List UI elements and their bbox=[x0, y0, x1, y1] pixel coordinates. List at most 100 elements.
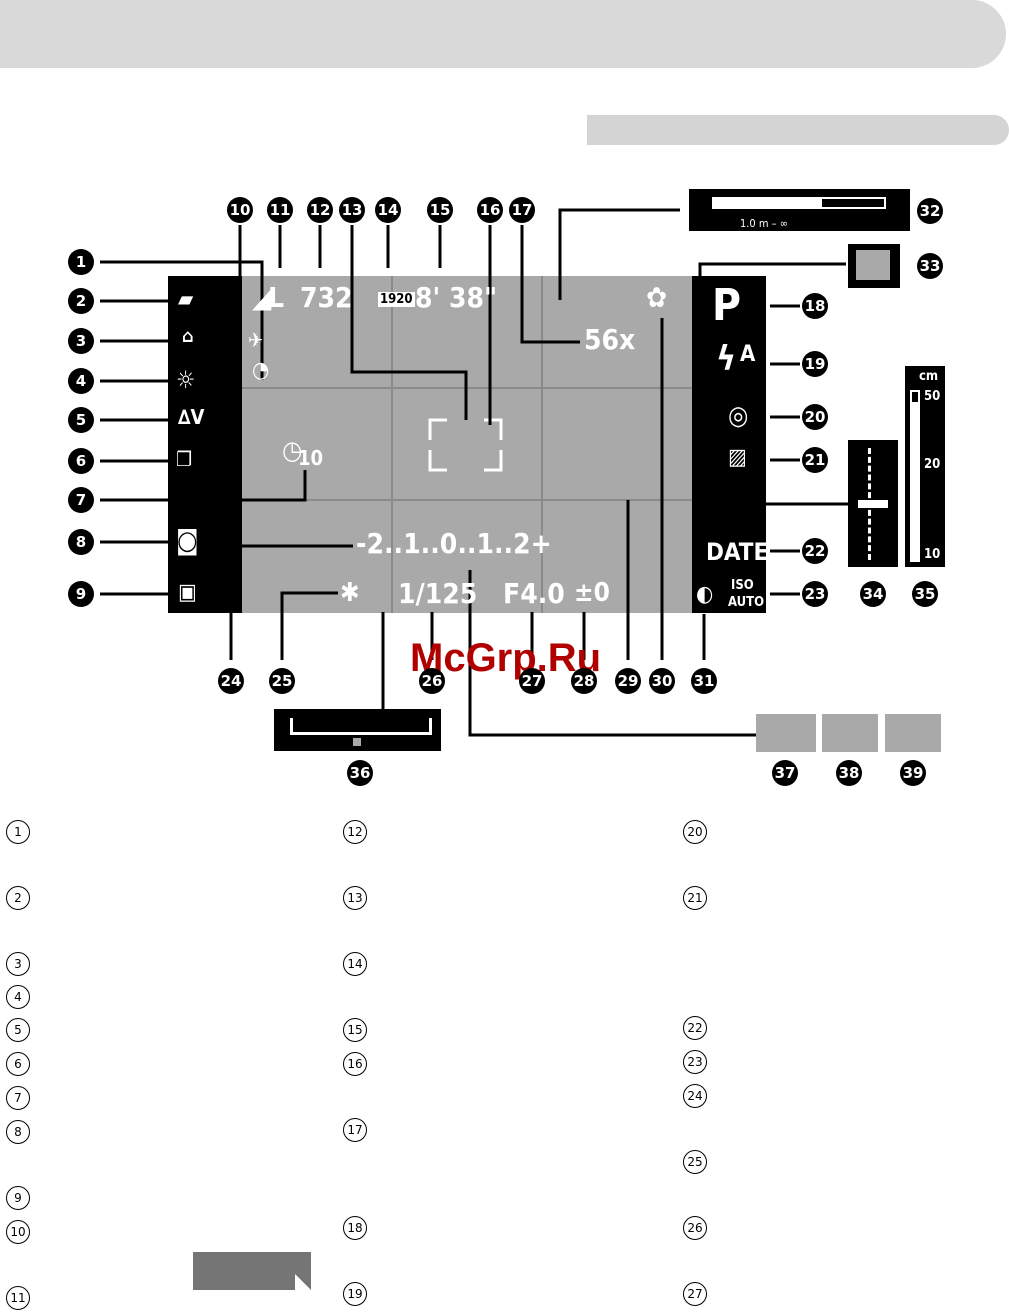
callout-30: 30 bbox=[649, 668, 675, 694]
callout-3: 3 bbox=[68, 328, 94, 354]
callout-24: 24 bbox=[218, 668, 244, 694]
callout-4: 4 bbox=[68, 368, 94, 394]
callout-6: 6 bbox=[68, 448, 94, 474]
wifi-icon: ◔ bbox=[252, 358, 270, 383]
zoom-magnification: 56x bbox=[584, 323, 636, 356]
battery-icon: ▰ bbox=[178, 287, 194, 312]
af-frame bbox=[428, 418, 503, 472]
callout-10: 10 bbox=[227, 197, 253, 223]
mf-mid: 20 bbox=[924, 457, 941, 472]
exposure-level-scale: -2..1..0..1..2+ bbox=[356, 527, 552, 560]
legend-num-13: 13 bbox=[343, 886, 367, 910]
callout-8: 8 bbox=[68, 529, 94, 555]
date-stamp: DATE bbox=[706, 538, 769, 566]
iso-label: ISO bbox=[731, 578, 754, 593]
my-colors-icon: ∆V bbox=[178, 405, 205, 429]
legend-num-11: 11 bbox=[6, 1286, 30, 1310]
shooting-mode: P bbox=[712, 280, 742, 331]
aperture-value: F4.0 bbox=[503, 577, 565, 610]
callout-32: 32 bbox=[917, 198, 943, 224]
mf-top: 50 bbox=[924, 389, 941, 404]
legend-num-6: 6 bbox=[6, 1052, 30, 1076]
movie-quality-icon: 1920 bbox=[378, 292, 415, 307]
legend-num-3: 3 bbox=[6, 952, 30, 976]
mf-ruler-marker bbox=[858, 500, 888, 508]
macro-icon: ✿ bbox=[646, 281, 668, 314]
callout-22: 22 bbox=[802, 538, 828, 564]
callout-14: 14 bbox=[375, 197, 401, 223]
callout-5: 5 bbox=[68, 407, 94, 433]
callout-15: 15 bbox=[427, 197, 453, 223]
callout-16: 16 bbox=[477, 197, 503, 223]
note-tab-fold bbox=[295, 1274, 311, 1290]
callout-35: 35 bbox=[912, 581, 938, 607]
image-stabilizer-icon bbox=[756, 714, 816, 752]
note-tab bbox=[193, 1252, 311, 1290]
callout-19: 19 bbox=[802, 351, 828, 377]
legend-num-15: 15 bbox=[343, 1018, 367, 1042]
callout-36: 36 bbox=[347, 760, 373, 786]
flash-auto-label: A bbox=[740, 342, 756, 367]
legend-num-5: 5 bbox=[6, 1018, 30, 1042]
metering-icon: ▣ bbox=[178, 580, 197, 605]
legend-num-23: 23 bbox=[683, 1050, 707, 1074]
image-size: L bbox=[268, 281, 285, 314]
legend-num-18: 18 bbox=[343, 1216, 367, 1240]
legend-num-9: 9 bbox=[6, 1186, 30, 1210]
legend-num-12: 12 bbox=[343, 820, 367, 844]
callout-1: 1 bbox=[68, 249, 94, 275]
mf-range-marker bbox=[912, 392, 918, 402]
legend-num-10: 10 bbox=[6, 1220, 30, 1244]
mf-range-track bbox=[910, 390, 920, 562]
zoom-bar-fill bbox=[712, 197, 822, 209]
legend-num-25: 25 bbox=[683, 1150, 707, 1174]
level-marker bbox=[353, 738, 361, 746]
legend-num-22: 22 bbox=[683, 1016, 707, 1040]
camera-screen bbox=[168, 276, 766, 613]
legend-num-20: 20 bbox=[683, 820, 707, 844]
shutter-speed: 1/125 bbox=[398, 577, 478, 610]
compression-icon: ◢ bbox=[252, 281, 272, 314]
callout-33: 33 bbox=[917, 253, 943, 279]
mf-unit: cm bbox=[919, 369, 939, 384]
exposure-compensation: ±0 bbox=[574, 578, 610, 608]
callout-21: 21 bbox=[802, 447, 828, 473]
legend-num-7: 7 bbox=[6, 1086, 30, 1110]
right-info-strip bbox=[692, 276, 766, 613]
legend-num-8: 8 bbox=[6, 1120, 30, 1144]
callout-25: 25 bbox=[269, 668, 295, 694]
mf-bottom: 10 bbox=[924, 547, 941, 562]
legend-num-24: 24 bbox=[683, 1084, 707, 1108]
section-header-bar bbox=[587, 115, 1009, 145]
callout-23: 23 bbox=[802, 581, 828, 607]
selftimer-value: 10 bbox=[298, 446, 324, 470]
callout-12: 12 bbox=[307, 197, 333, 223]
time-zone-icon bbox=[822, 714, 878, 752]
callout-26: 26 bbox=[419, 668, 445, 694]
callout-17: 17 bbox=[509, 197, 535, 223]
level-scale bbox=[290, 718, 432, 735]
wind-filter-icon bbox=[885, 714, 941, 752]
callout-31: 31 bbox=[691, 668, 717, 694]
flash-icon: ϟ bbox=[716, 339, 737, 379]
callout-7: 7 bbox=[68, 487, 94, 513]
callout-27: 27 bbox=[519, 668, 545, 694]
iso-value: AUTO bbox=[728, 595, 765, 610]
focus-range-text: 1.0 m – ∞ bbox=[740, 217, 788, 230]
shots-remaining: 732 bbox=[300, 281, 353, 314]
gps-icon: ✈ bbox=[248, 328, 264, 352]
flash-comp-icon: ▨ bbox=[728, 445, 747, 470]
legend-num-19: 19 bbox=[343, 1282, 367, 1306]
white-balance-icon: ☼ bbox=[176, 366, 196, 394]
legend-num-21: 21 bbox=[683, 886, 707, 910]
callout-37: 37 bbox=[772, 760, 798, 786]
legend-num-17: 17 bbox=[343, 1118, 367, 1142]
callout-28: 28 bbox=[571, 668, 597, 694]
callout-29: 29 bbox=[615, 668, 641, 694]
face-detection-icon bbox=[856, 250, 890, 280]
callout-2: 2 bbox=[68, 288, 94, 314]
callout-13: 13 bbox=[339, 197, 365, 223]
movie-time: 8' 38" bbox=[415, 281, 498, 314]
selftimer-icon: ◷ bbox=[282, 436, 303, 466]
